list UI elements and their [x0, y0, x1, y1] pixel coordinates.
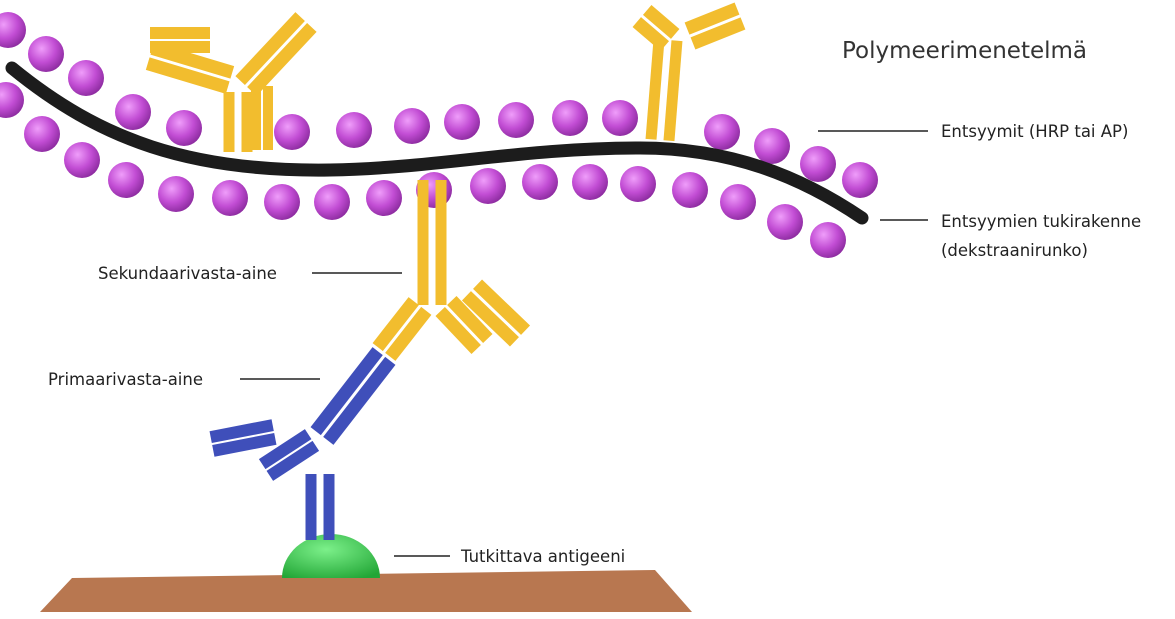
enzyme-bead — [366, 180, 402, 216]
top-right-antibody-stem — [669, 41, 677, 141]
enzyme-bead — [552, 100, 588, 136]
enzyme-bead — [0, 82, 24, 118]
enzyme-bead — [842, 162, 878, 198]
enzyme-bead — [394, 108, 430, 144]
enzyme-bead — [522, 164, 558, 200]
enzyme-bead — [314, 184, 350, 220]
enzyme-bead — [602, 100, 638, 136]
enzyme-bead — [572, 164, 608, 200]
enzyme-bead — [64, 142, 100, 178]
primary-antibody-label: Primaarivasta-aine — [48, 370, 203, 389]
enzyme-bead — [336, 112, 372, 148]
antigen — [282, 534, 380, 578]
enzyme-bead — [166, 110, 202, 146]
backbone-label-line1: Entsyymien tukirakenne — [941, 212, 1141, 231]
enzyme-bead — [0, 12, 26, 48]
backbone-label-line2: (dekstraanirunko) — [941, 241, 1088, 260]
enzyme-bead — [212, 180, 248, 216]
enzyme-bead — [800, 146, 836, 182]
enzymes-label: Entsyymit (HRP tai AP) — [941, 122, 1128, 141]
enzyme-bead — [24, 116, 60, 152]
diagram-title: Polymeerimenetelmä — [842, 38, 1087, 64]
enzyme-bead — [115, 94, 151, 130]
enzyme-bead — [470, 168, 506, 204]
enzyme-bead — [444, 104, 480, 140]
enzyme-bead — [754, 128, 790, 164]
antigen-label: Tutkittava antigeeni — [460, 547, 625, 566]
enzyme-bead — [498, 102, 534, 138]
top-right-antibody-stem — [651, 39, 659, 139]
enzyme-bead — [68, 60, 104, 96]
enzyme-bead — [108, 162, 144, 198]
enzyme-bead — [672, 172, 708, 208]
enzyme-bead — [274, 114, 310, 150]
enzyme-bead — [158, 176, 194, 212]
enzyme-bead — [720, 184, 756, 220]
enzyme-bead — [264, 184, 300, 220]
enzyme-bead — [28, 36, 64, 72]
secondary-antibody-label: Sekundaarivasta-aine — [98, 264, 277, 283]
enzyme-bead — [767, 204, 803, 240]
enzyme-bead — [620, 166, 656, 202]
enzyme-bead — [810, 222, 846, 258]
enzyme-bead — [704, 114, 740, 150]
